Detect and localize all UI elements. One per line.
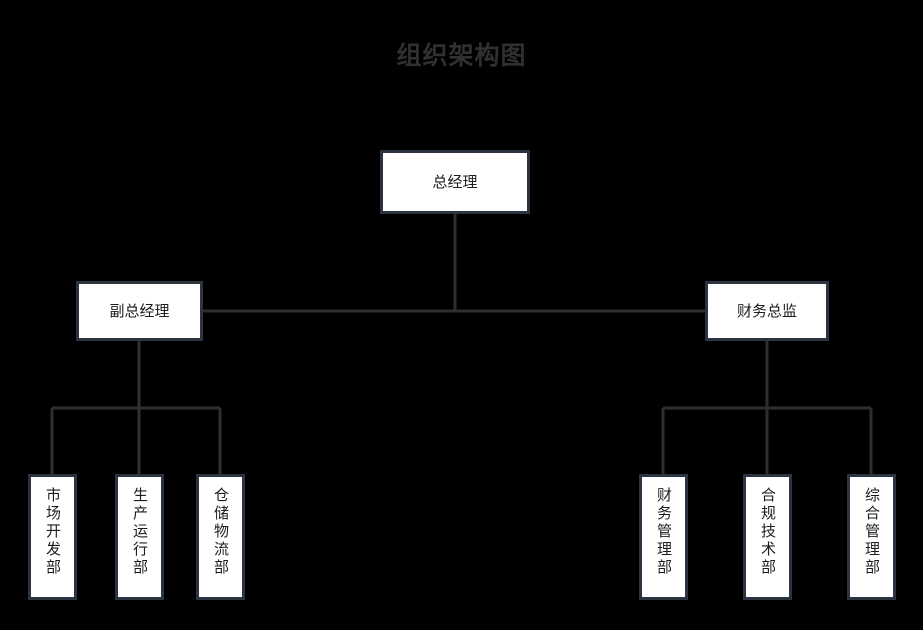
node-label: 副总经理 xyxy=(109,302,170,320)
node-label: 财务总监 xyxy=(736,302,797,320)
node-label: 合规技术部 xyxy=(759,487,777,577)
node-general-manager[interactable]: 总经理 xyxy=(380,150,530,214)
node-production-operations-dept[interactable]: 生产运行部 xyxy=(115,474,164,600)
node-label: 市场开发部 xyxy=(44,487,62,577)
node-label: 生产运行部 xyxy=(131,487,149,577)
node-label: 综合管理部 xyxy=(863,487,881,577)
node-compliance-technology-dept[interactable]: 合规技术部 xyxy=(743,474,792,600)
node-label: 财务管理部 xyxy=(655,487,673,577)
node-deputy-general-manager[interactable]: 副总经理 xyxy=(76,281,203,341)
node-finance-director[interactable]: 财务总监 xyxy=(705,281,829,341)
node-market-development-dept[interactable]: 市场开发部 xyxy=(28,474,77,600)
node-label: 总经理 xyxy=(432,173,478,191)
node-label: 仓储物流部 xyxy=(212,487,230,577)
node-general-management-dept[interactable]: 综合管理部 xyxy=(847,474,896,600)
node-warehouse-logistics-dept[interactable]: 仓储物流部 xyxy=(196,474,245,600)
page-title: 组织架构图 xyxy=(396,41,527,70)
node-finance-management-dept[interactable]: 财务管理部 xyxy=(639,474,688,600)
